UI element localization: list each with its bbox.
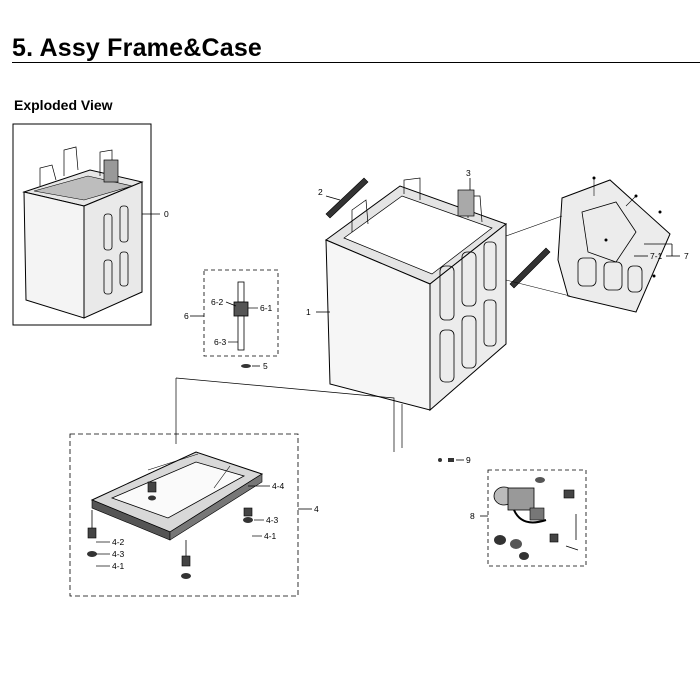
title-underline (12, 62, 700, 63)
callout-4-2: 4-2 (112, 537, 125, 547)
callout-4-3-right: 4-3 (266, 515, 279, 525)
callout-7: 7 (684, 251, 689, 261)
callout-6: 6 (184, 311, 189, 321)
callout-7-1: 7-1 (650, 251, 663, 261)
callout-5: 5 (263, 361, 268, 371)
pump-assembly-8 (480, 469, 587, 567)
callout-4: 4 (314, 504, 319, 514)
callout-4-1-right: 4-1 (264, 531, 277, 541)
callout-6-2: 6-2 (211, 297, 224, 307)
hose-assembly-6 (190, 269, 279, 357)
callout-4-3-left: 4-3 (112, 549, 125, 559)
side-strip-right (509, 247, 551, 289)
screws-9 (438, 458, 464, 462)
base-frame-4 (69, 433, 312, 597)
cabinet-main (316, 177, 508, 412)
callout-0: 0 (164, 209, 169, 219)
clip-5 (241, 364, 260, 368)
callout-4-1-left: 4-1 (112, 561, 125, 571)
assembly-guide-lines (175, 377, 403, 452)
callout-2: 2 (318, 187, 323, 197)
foot-left (87, 510, 97, 557)
callout-1: 1 (306, 307, 311, 317)
foot-front (181, 540, 191, 579)
callout-3: 3 (466, 168, 471, 178)
callout-8: 8 (470, 511, 475, 521)
rear-panel (505, 176, 680, 313)
foot-right (243, 507, 253, 523)
section-subtitle: Exploded View (14, 97, 113, 113)
callout-9: 9 (466, 455, 471, 465)
callout-6-3: 6-3 (214, 337, 227, 347)
side-strip-2 (325, 177, 369, 219)
page-title: 5. Assy Frame&Case (12, 34, 263, 62)
callout-6-1: 6-1 (260, 303, 273, 313)
foot-rear (147, 481, 157, 501)
callout-4-4: 4-4 (272, 481, 285, 491)
assembly-thumbnail (12, 123, 160, 326)
